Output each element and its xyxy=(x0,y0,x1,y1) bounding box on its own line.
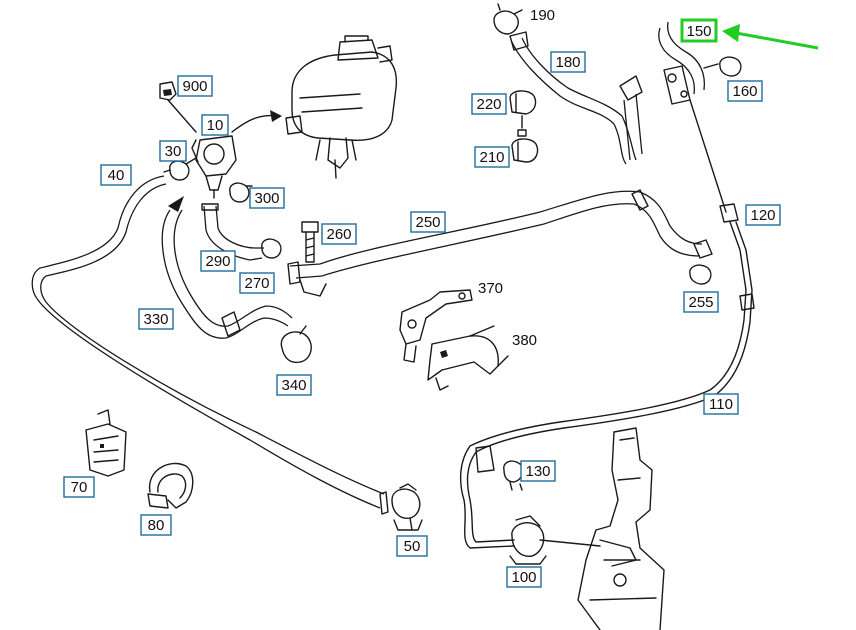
washer-reservoir xyxy=(577,427,665,630)
clamp-340 xyxy=(280,325,312,364)
hose-290 xyxy=(201,203,264,261)
svg-text:300: 300 xyxy=(254,190,279,207)
svg-text:160: 160 xyxy=(732,83,757,100)
svg-text:290: 290 xyxy=(205,253,230,270)
callout-80[interactable]: 80 xyxy=(140,514,172,536)
clip-100 xyxy=(509,515,601,565)
callout-300[interactable]: 300 xyxy=(249,187,285,209)
svg-text:10: 10 xyxy=(207,117,224,134)
svg-text:260: 260 xyxy=(326,226,351,243)
clip-210 xyxy=(511,138,539,163)
clamp-270 xyxy=(261,238,282,259)
svg-text:100: 100 xyxy=(511,569,536,586)
callout-180[interactable]: 180 xyxy=(550,51,586,73)
callout-30[interactable]: 30 xyxy=(159,140,187,162)
svg-text:30: 30 xyxy=(165,143,182,160)
svg-text:120: 120 xyxy=(750,207,775,224)
bracket-370 xyxy=(399,289,473,363)
callout-270[interactable]: 270 xyxy=(239,272,275,294)
hose-180 xyxy=(509,31,643,165)
callout-40[interactable]: 40 xyxy=(100,164,132,186)
clip-70 xyxy=(85,409,127,477)
clamp-300 xyxy=(229,182,253,203)
svg-text:50: 50 xyxy=(404,538,421,555)
callout-900[interactable]: 900 xyxy=(177,75,213,97)
svg-text:80: 80 xyxy=(148,517,165,534)
clip-130 xyxy=(503,460,524,491)
callout-50[interactable]: 50 xyxy=(396,535,428,557)
callout-160[interactable]: 160 xyxy=(727,80,763,102)
highlight-arrow xyxy=(722,24,819,50)
clamp-160 xyxy=(703,56,742,77)
svg-text:40: 40 xyxy=(108,167,125,184)
svg-text:180: 180 xyxy=(555,54,580,71)
label-190: 190 xyxy=(530,7,555,24)
line-110 xyxy=(459,99,755,549)
callout-255[interactable]: 255 xyxy=(683,291,719,313)
callout-340[interactable]: 340 xyxy=(276,374,312,396)
svg-text:210: 210 xyxy=(479,149,504,166)
clamp-30 xyxy=(163,157,197,181)
callout-330[interactable]: 330 xyxy=(138,308,174,330)
callout-220[interactable]: 220 xyxy=(471,93,507,115)
bolt-260 xyxy=(301,221,319,263)
svg-text:250: 250 xyxy=(415,214,440,231)
callout-250[interactable]: 250 xyxy=(410,211,446,233)
svg-text:270: 270 xyxy=(244,275,269,292)
label-380: 380 xyxy=(512,332,537,349)
screw xyxy=(517,115,527,137)
clip-220 xyxy=(509,90,537,115)
callout-110[interactable]: 110 xyxy=(703,393,739,415)
clamp-255 xyxy=(689,239,713,285)
svg-text:330: 330 xyxy=(143,311,168,328)
clamp-380 xyxy=(427,325,509,391)
svg-text:340: 340 xyxy=(281,377,306,394)
expansion-tank xyxy=(285,35,398,179)
svg-text:110: 110 xyxy=(709,396,733,413)
callout-150[interactable]: 150 xyxy=(680,18,718,43)
svg-text:220: 220 xyxy=(476,96,501,113)
callout-260[interactable]: 260 xyxy=(321,223,357,245)
svg-text:900: 900 xyxy=(182,78,207,95)
hose-250 xyxy=(287,189,703,297)
flow-arrow xyxy=(231,110,282,133)
svg-text:255: 255 xyxy=(688,294,713,311)
bracket-900 xyxy=(159,81,197,133)
callout-70[interactable]: 70 xyxy=(63,476,95,498)
clamp-190 xyxy=(493,3,523,35)
cable-tie-80 xyxy=(147,462,194,509)
svg-text:150: 150 xyxy=(686,23,711,40)
hose-330 xyxy=(161,196,293,339)
callout-120[interactable]: 120 xyxy=(745,204,781,226)
svg-text:70: 70 xyxy=(71,479,88,496)
label-370: 370 xyxy=(478,280,503,297)
callout-100[interactable]: 100 xyxy=(506,566,542,588)
callout-210[interactable]: 210 xyxy=(474,146,510,168)
callout-130[interactable]: 130 xyxy=(520,460,556,482)
svg-text:130: 130 xyxy=(525,463,550,480)
clip-50 xyxy=(391,483,423,531)
callout-10[interactable]: 10 xyxy=(201,114,229,136)
callout-290[interactable]: 290 xyxy=(200,250,236,272)
hose-40 xyxy=(31,175,389,515)
